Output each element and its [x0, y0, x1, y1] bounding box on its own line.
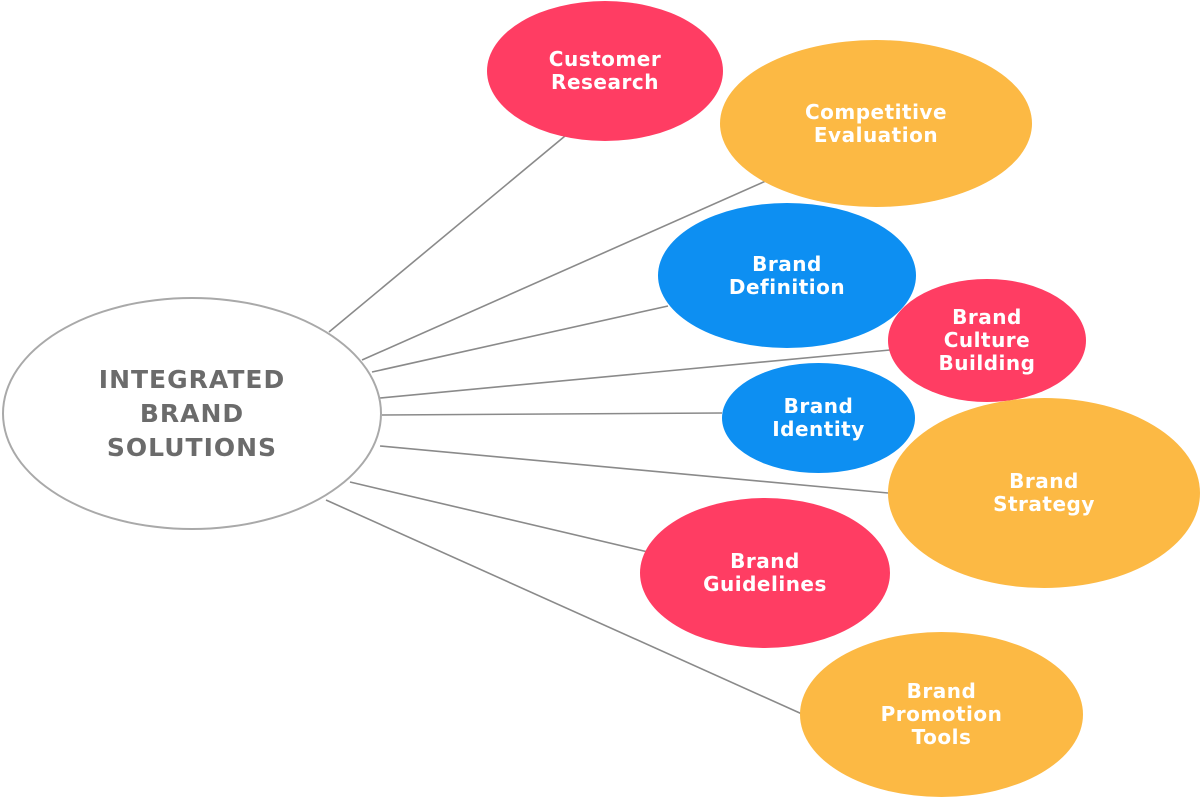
center-node-integrated-brand-solutions: INTEGRATED BRAND SOLUTIONS — [2, 297, 382, 530]
node-brand-guidelines: Brand Guidelines — [640, 498, 890, 648]
connector-brand-definition — [371, 305, 669, 373]
connector-brand-promotion — [325, 499, 803, 715]
node-brand-definition: Brand Definition — [658, 203, 916, 348]
node-label: Customer Research — [548, 47, 662, 94]
node-label: Brand Promotion Tools — [880, 679, 1003, 749]
node-brand-culture-building: Brand Culture Building — [888, 279, 1086, 402]
node-brand-promotion-tools: Brand Promotion Tools — [800, 632, 1083, 797]
node-label: Brand Guidelines — [703, 549, 827, 596]
node-label: Brand Identity — [772, 394, 865, 441]
connector-brand-guidelines — [349, 481, 649, 553]
node-label: Brand Strategy — [993, 469, 1095, 516]
node-competitive-evaluation: Competitive Evaluation — [720, 40, 1032, 207]
node-label: Brand Definition — [728, 251, 846, 299]
node-customer-research: Customer Research — [487, 1, 723, 141]
connector-brand-culture — [379, 349, 891, 399]
connector-customer-research — [328, 135, 566, 333]
node-brand-identity: Brand Identity — [722, 363, 915, 473]
node-label: Competitive Evaluation — [804, 99, 948, 147]
connector-brand-identity — [381, 412, 723, 416]
center-node-label: INTEGRATED BRAND SOLUTIONS — [98, 364, 286, 462]
connector-brand-strategy — [379, 445, 889, 494]
node-brand-strategy: Brand Strategy — [888, 398, 1200, 588]
connector-competitive-evaluation — [361, 179, 769, 361]
node-label: Brand Culture Building — [938, 305, 1036, 375]
